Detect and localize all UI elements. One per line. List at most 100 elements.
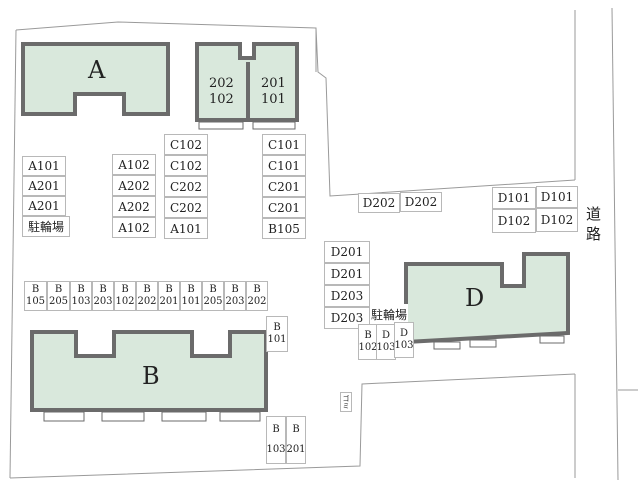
- bicycle-parking-a: 駐輪場: [22, 216, 70, 237]
- parking-space: A201: [22, 176, 66, 196]
- parking-space: A102: [112, 154, 156, 175]
- parking-space: A101: [164, 218, 208, 239]
- road-label: 道 路: [586, 204, 601, 244]
- parking-space-number: 103: [394, 340, 414, 351]
- building-c-balconies: [198, 121, 296, 130]
- parking-space-number: 102: [115, 296, 135, 307]
- parking-space: D101: [536, 186, 578, 208]
- unit-number: 201: [261, 76, 286, 91]
- parking-space: D203: [324, 285, 370, 307]
- parking-space: A102: [112, 217, 156, 238]
- parking-space-number: 203: [225, 296, 245, 307]
- parking-space: D102: [492, 209, 536, 233]
- bicycle-parking-d: 駐輪場: [370, 304, 408, 324]
- parking-space-building: B: [99, 283, 107, 295]
- property-boundary-lines: [9, 7, 638, 481]
- parking-space-building: B: [54, 283, 63, 295]
- parking-space-building: D: [381, 329, 391, 341]
- parking-space: C202: [164, 176, 208, 197]
- parking-space: C101: [262, 155, 306, 176]
- parking-space-number: 202: [247, 296, 267, 307]
- parking-space: A202: [112, 175, 156, 196]
- garbage-area-sign: ゴミ: [340, 392, 352, 412]
- parking-space: C202: [164, 197, 208, 218]
- parking-space: D202: [400, 192, 442, 212]
- parking-space-number: 205: [48, 296, 69, 307]
- parking-space-building: B: [121, 283, 129, 295]
- parking-space-number: 205: [203, 296, 223, 307]
- parking-space-building: B: [187, 283, 195, 295]
- building-c-left-units: 202 102: [209, 76, 234, 108]
- building-b-label: B: [142, 362, 160, 390]
- parking-space: C102: [164, 155, 208, 176]
- parking-space-building: B: [292, 423, 300, 435]
- parking-space-number: 101: [181, 296, 201, 307]
- parking-space-number: 201: [286, 444, 306, 455]
- parking-space-number: 105: [25, 296, 46, 307]
- parking-space-number: 103: [266, 444, 286, 455]
- parking-space: D201: [324, 241, 370, 263]
- parking-space-building: B: [273, 321, 281, 333]
- parking-space-building: B: [77, 283, 85, 295]
- parking-space: B 201: [286, 416, 306, 464]
- parking-space-building: D: [399, 327, 409, 339]
- parking-space: D202: [358, 193, 400, 213]
- parking-space: C201: [262, 176, 306, 197]
- parking-space: B 103: [266, 416, 286, 464]
- building-a-outline: [21, 42, 170, 116]
- parking-space-number: 203: [93, 296, 113, 307]
- unit-number: 102: [209, 92, 234, 107]
- building-b-outline: [30, 330, 268, 412]
- building-d-outline: [404, 252, 570, 345]
- building-d-label: D: [465, 284, 485, 312]
- parking-space: D203: [324, 307, 370, 329]
- parking-space-number: 101: [267, 334, 287, 345]
- parking-space-number: 201: [159, 296, 179, 307]
- road-label-char: 路: [586, 225, 602, 243]
- parking-space-building: B: [165, 283, 173, 295]
- building-d-balconies: [433, 335, 565, 350]
- parking-space: D102: [536, 208, 578, 232]
- parking-space: B105: [262, 218, 306, 239]
- parking-space-number: 103: [71, 296, 91, 307]
- parking-space: A201: [22, 196, 66, 216]
- parking-space-building: B: [231, 283, 239, 295]
- parking-space: C102: [164, 134, 208, 155]
- building-b-balconies: [43, 411, 261, 422]
- parking-space-building: B: [31, 283, 40, 295]
- parking-space: C101: [262, 134, 306, 155]
- parking-space-number: 102: [358, 342, 378, 353]
- unit-number: 202: [209, 76, 234, 91]
- parking-space: A101: [22, 156, 66, 176]
- parking-space: D101: [492, 187, 536, 209]
- parking-space-building: B: [272, 423, 280, 435]
- parking-space-building: B: [209, 283, 217, 295]
- unit-number: 101: [261, 92, 286, 107]
- parking-space: A202: [112, 196, 156, 217]
- parking-space-building: B: [253, 283, 261, 295]
- parking-space-number: 202: [137, 296, 157, 307]
- parking-space-building: B: [364, 329, 372, 341]
- building-c-right-units: 201 101: [261, 76, 286, 108]
- building-a-label: A: [88, 56, 106, 84]
- parking-space-number: 103: [376, 342, 396, 353]
- parking-space-building: B: [143, 283, 151, 295]
- road-label-char: 道: [586, 205, 602, 223]
